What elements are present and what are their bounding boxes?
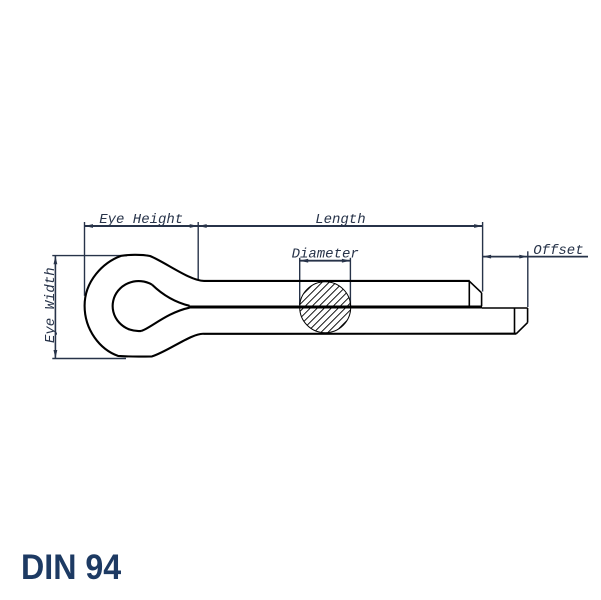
svg-text:Eye Height: Eye Height	[99, 212, 183, 228]
svg-text:Diameter: Diameter	[292, 247, 359, 263]
svg-text:Length: Length	[315, 212, 365, 228]
svg-text:Offset: Offset	[533, 243, 583, 259]
svg-text:Eye Width: Eye Width	[43, 267, 59, 343]
